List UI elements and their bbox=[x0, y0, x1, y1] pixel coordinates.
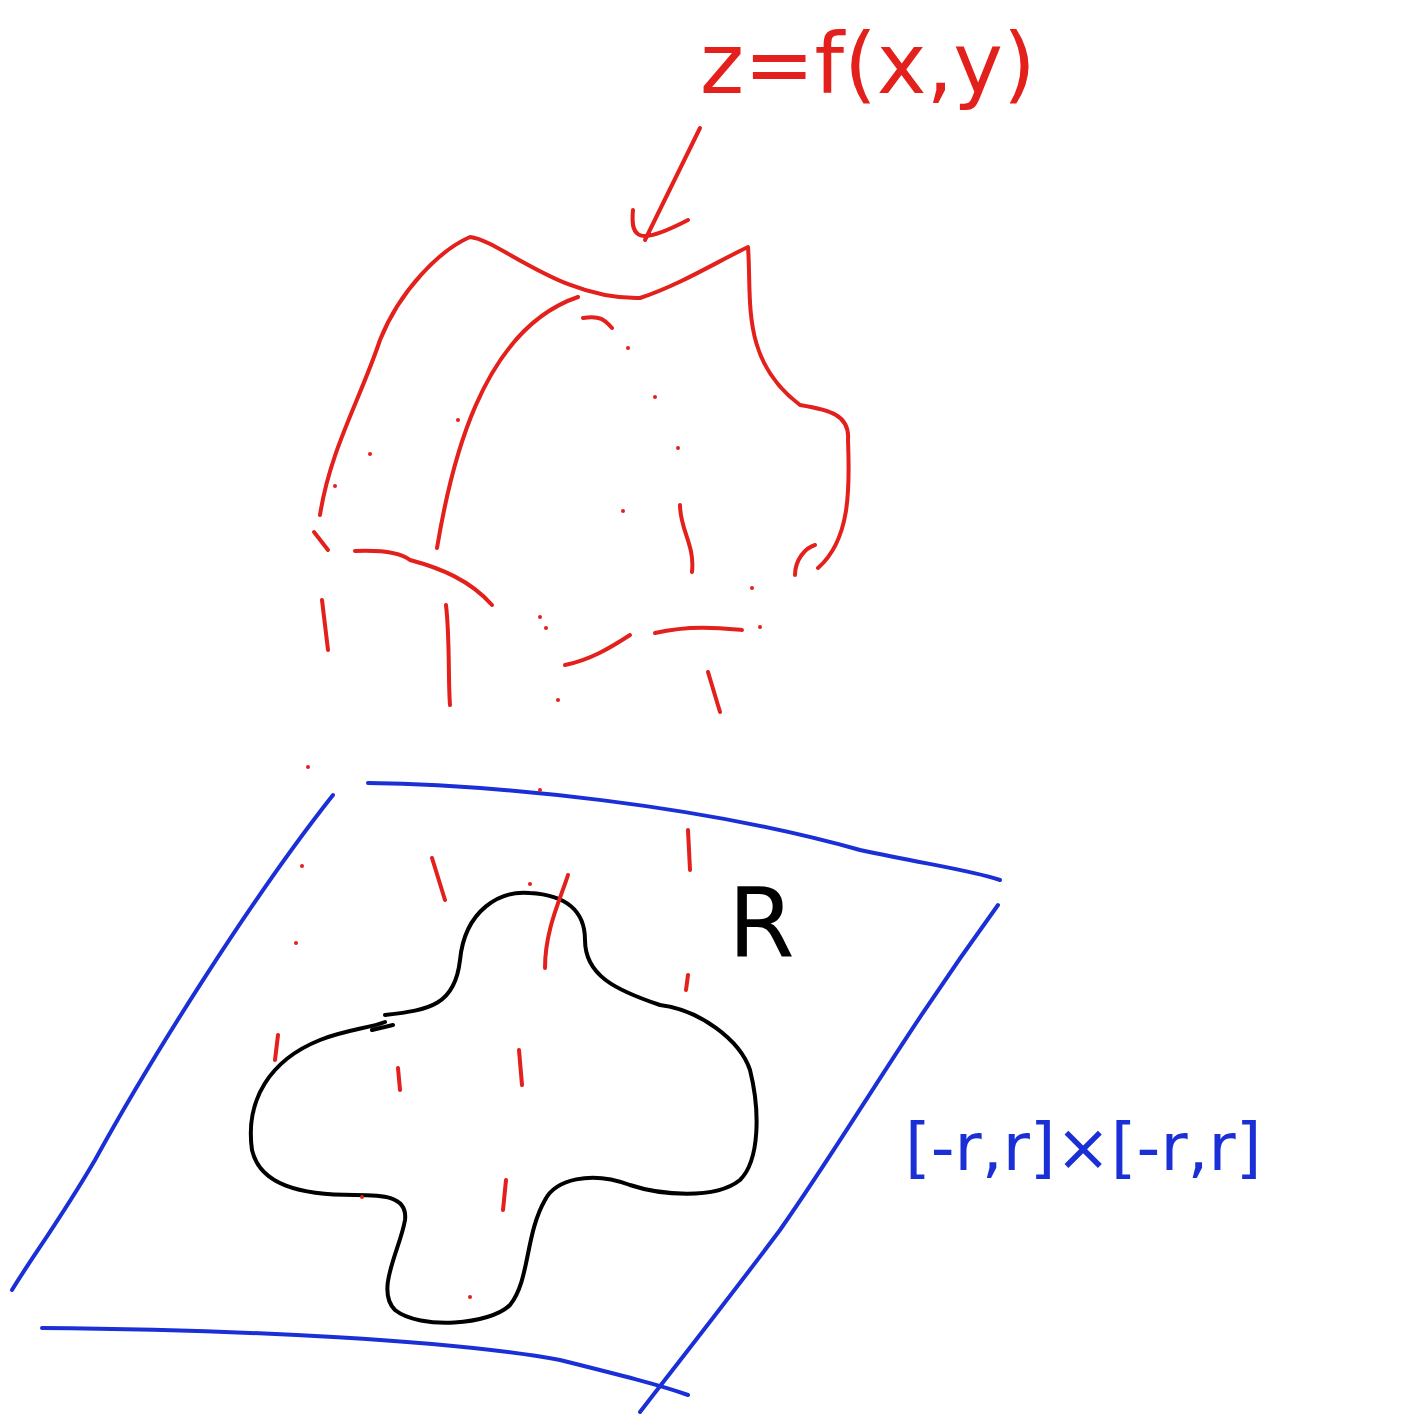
square-edge bbox=[42, 1328, 688, 1395]
surface-edge bbox=[314, 532, 492, 605]
square-domain bbox=[12, 783, 1000, 1412]
surface bbox=[275, 128, 849, 1210]
function-label: z=f(x,y) bbox=[700, 18, 1036, 110]
surface-outline bbox=[320, 237, 849, 568]
projection-dash bbox=[322, 600, 720, 712]
surface-edge bbox=[583, 317, 815, 575]
domain-label: [-r,r]×[-r,r] bbox=[905, 1112, 1261, 1185]
region-outline bbox=[251, 893, 757, 1323]
region-label: R bbox=[728, 872, 795, 978]
leader-arrow bbox=[633, 128, 700, 240]
surface-curve bbox=[437, 297, 578, 548]
projection-dash bbox=[275, 830, 690, 1210]
surface-edge bbox=[565, 628, 742, 665]
square-edge bbox=[12, 795, 333, 1290]
projection-dots bbox=[294, 346, 762, 1299]
square-edge bbox=[368, 783, 1000, 880]
